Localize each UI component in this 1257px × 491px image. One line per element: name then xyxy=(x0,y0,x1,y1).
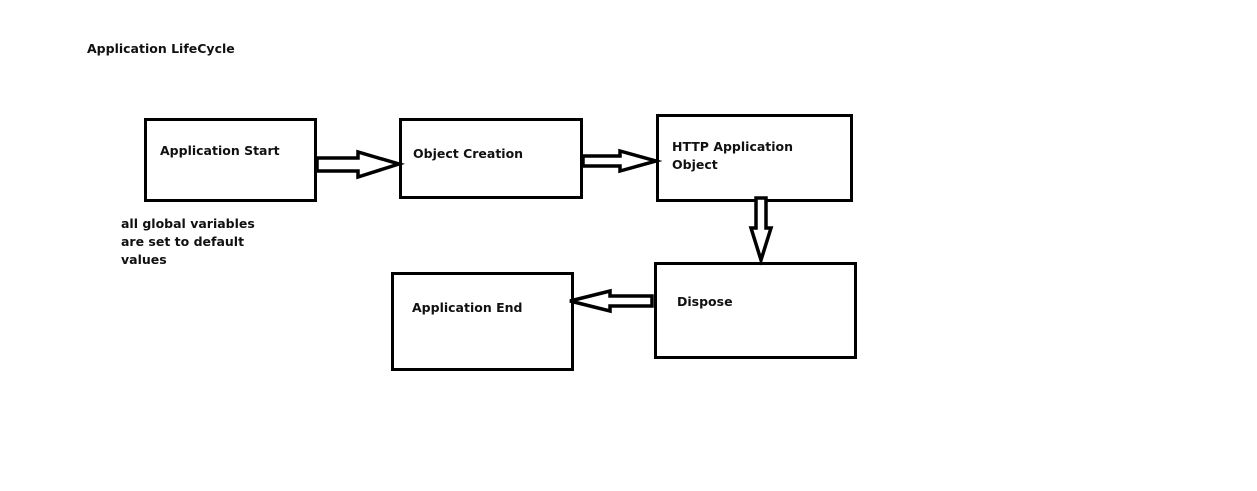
node-label-line: Object xyxy=(672,157,718,172)
arrow-start-to-creation xyxy=(315,149,406,180)
arrow-http-to-dispose xyxy=(748,196,774,266)
node-label-line: HTTP Application xyxy=(672,139,794,154)
arrow-dispose-to-end xyxy=(569,288,654,314)
node-application-end: Application End xyxy=(391,272,574,371)
node-label: Application End xyxy=(412,300,523,315)
node-label: Dispose xyxy=(677,294,733,309)
note-line: values xyxy=(121,252,167,267)
note-global-variables: all global variables are set to default … xyxy=(121,215,261,269)
node-label: Object Creation xyxy=(413,146,524,161)
diagram-title: Application LifeCycle xyxy=(87,41,235,56)
note-line: all global variables xyxy=(121,216,255,231)
node-label: Application Start xyxy=(160,143,280,158)
node-label: HTTP Application Object xyxy=(672,138,793,174)
note-line: are set to default xyxy=(121,234,245,249)
arrow-creation-to-http xyxy=(581,148,663,174)
node-dispose: Dispose xyxy=(654,262,857,359)
